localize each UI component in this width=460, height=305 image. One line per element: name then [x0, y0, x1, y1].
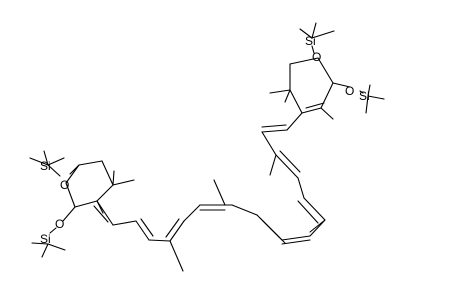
atom-si-left-bottom: Si	[40, 232, 51, 246]
atom-o-top: O	[312, 50, 321, 64]
atom-si-left-top: Si	[40, 159, 51, 173]
atom-o-left-bottom: O	[55, 217, 64, 231]
atom-o-left-top: O	[60, 178, 69, 192]
atom-labels: Si O O Si O Si O Si	[40, 34, 370, 246]
atom-si-right: Si	[359, 89, 370, 103]
atom-si-top: Si	[305, 34, 316, 48]
bond-lines	[29, 22, 385, 272]
atom-o-right: O	[345, 84, 354, 98]
